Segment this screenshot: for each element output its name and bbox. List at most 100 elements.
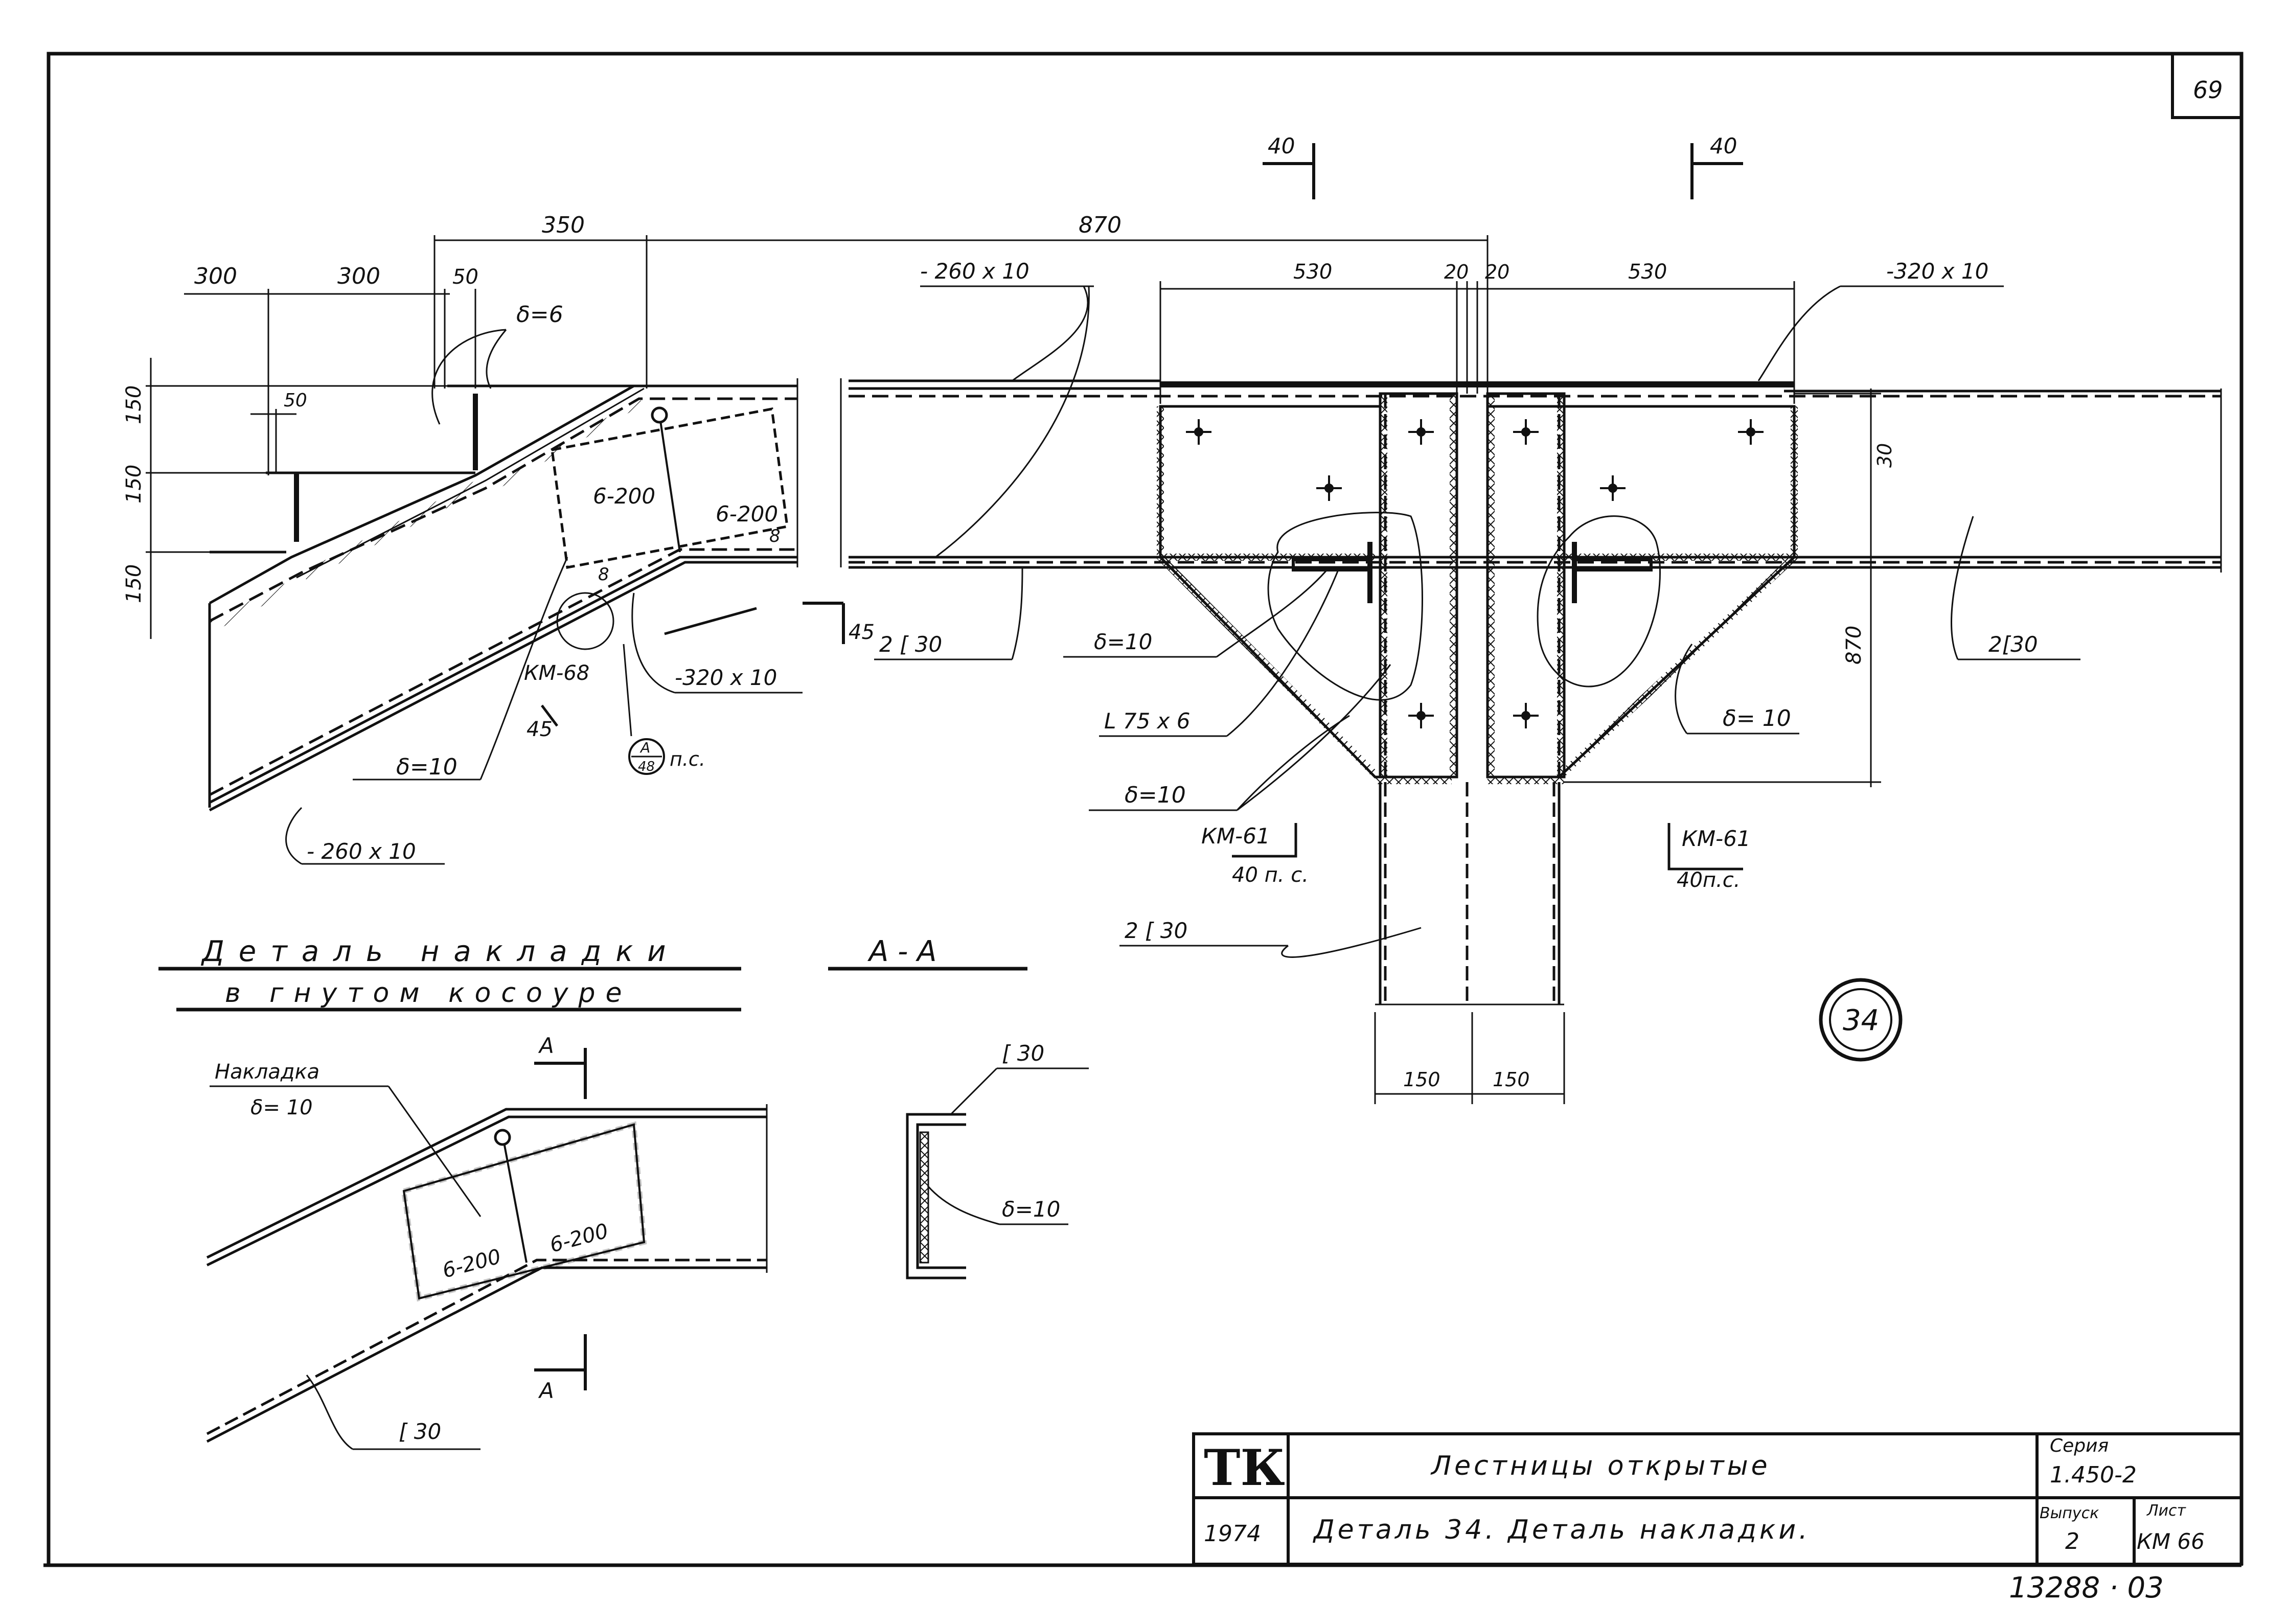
section-a-marks [534, 1048, 587, 1390]
title-project: Лестницы открытые [1430, 1451, 1771, 1481]
detail-badge: 34 [1819, 978, 1903, 1062]
title-block [1192, 1432, 2243, 1566]
label-weld-6-200-d: 6-200 [547, 1219, 611, 1257]
dim-150-c: 150 [122, 564, 146, 603]
dim-870-top: 870 [1079, 212, 1122, 238]
label-weld-6-200-b: 6-200 [716, 501, 778, 527]
section-a-bottom: А [538, 1378, 554, 1403]
label-delta10-c: δ= 10 [1723, 705, 1791, 731]
dim-20-b: 20 [1485, 261, 1509, 283]
label-delta10-section: δ=10 [1002, 1197, 1060, 1222]
label-weld-6-200-a: 6-200 [593, 484, 655, 509]
leader-2c30-b-curve [1281, 927, 1422, 958]
label-delta10-left: δ=10 [396, 754, 457, 780]
leader-delta10-section-curve [927, 1185, 1000, 1225]
section-aa-title: А - А [867, 935, 936, 968]
bubble-top: А [639, 739, 650, 756]
dim-300-b: 300 [337, 263, 380, 289]
dimension-lines-left [146, 235, 1489, 639]
detail-title-line1: Деталь накладки [200, 935, 680, 968]
leader-delta10-left-curve [479, 557, 568, 780]
section-40-right: 40 [1710, 133, 1737, 158]
bubble-bottom: 48 [638, 759, 655, 774]
label-weld-6-200-c: 6-200 [440, 1245, 504, 1283]
section-aa-channel [906, 1113, 966, 1279]
page-number-box: 69 [2171, 54, 2241, 119]
leader-c30-section-diag [950, 1067, 998, 1115]
label-c30-section: [ 30 [1002, 1041, 1044, 1066]
label-km61-left: КМ-61 [1201, 824, 1270, 849]
section-40-left: 40 [1268, 133, 1295, 158]
label-delta10-b: δ=10 [1125, 782, 1186, 808]
dim-50-inner: 50 [284, 390, 307, 411]
label-delta6: δ=6 [516, 302, 563, 328]
leader-delta10-b-curve [1236, 664, 1391, 811]
title-sheet-title: Деталь 34. Деталь накладки. [1313, 1515, 1811, 1545]
dim-30: 30 [1873, 443, 1896, 468]
leader-2c30-right-curve [1951, 516, 1974, 660]
leader-delta6 [431, 329, 507, 425]
section-45-label: 45 [849, 621, 875, 644]
label-plate-320-left: -320 x 10 [675, 665, 777, 690]
bent-channel-detail [206, 1104, 768, 1443]
dim-870-right: 870 [1842, 626, 1866, 665]
leader-2c30-a-curve [1011, 567, 1023, 660]
dim-530-b: 530 [1628, 260, 1667, 284]
leader-plate-260-bottom-curve [285, 807, 303, 865]
title-sheet-label: Лист [2146, 1502, 2187, 1520]
label-plate-320-top: -320 x 10 [1886, 259, 1988, 284]
label-km61-left-b: 40 п. с. [1232, 863, 1309, 887]
dim-150-a: 150 [122, 385, 146, 424]
leader-plate-320-top-curve [1757, 285, 1841, 381]
leader-plate-260-top-curve [935, 286, 1090, 558]
title-series-value: 1.450-2 [2050, 1462, 2137, 1488]
stringer-elevation [208, 378, 842, 812]
label-delta10-a: δ=10 [1094, 629, 1152, 654]
leader-c30-bottom-curve [306, 1375, 353, 1450]
title-year: 1974 [1204, 1521, 1261, 1547]
dim-150-b: 150 [122, 465, 146, 504]
dim-530-a: 530 [1293, 260, 1332, 284]
detail-callout-circle [556, 592, 614, 650]
title-series-label: Серия [2050, 1435, 2109, 1456]
km61-left-mark [1232, 823, 1297, 858]
section-km68: КМ-68 [524, 661, 589, 685]
leader-delta10-a-curve [1216, 567, 1330, 658]
dim-150-bot-b: 150 [1493, 1068, 1530, 1091]
dim-20-a: 20 [1444, 261, 1469, 283]
label-2c30-a: 2 [ 30 [879, 632, 942, 657]
label-c30-bottom: [ 30 [399, 1419, 441, 1444]
bolt-markers [1186, 419, 1764, 728]
label-2c30-b: 2 [ 30 [1125, 918, 1187, 943]
section-km68-num: 45 [527, 718, 553, 741]
km68-arrow [541, 704, 558, 727]
km61-right-mark [1667, 823, 1743, 871]
title-sheet-value: КМ 66 [2137, 1529, 2205, 1554]
leader-angle-curve [1226, 567, 1340, 737]
label-nakladka: Накладка [215, 1060, 319, 1084]
label-nakladka-delta: δ= 10 [250, 1096, 313, 1119]
label-km61-right: КМ-61 [1682, 826, 1751, 851]
label-plate-260-top: - 260 x 10 [920, 259, 1029, 284]
title-issue-value: 2 [2065, 1528, 2079, 1554]
bubble-a-48: А 48 [623, 644, 665, 775]
section-a-top: А [538, 1033, 554, 1058]
bubble-note: п.с. [670, 748, 705, 770]
label-marker-8: 8 [598, 564, 609, 585]
label-2c30-right: 2[30 [1988, 632, 2038, 657]
label-angle-75x6: L 75 x 6 [1104, 708, 1190, 734]
vertical-channels [1375, 392, 1566, 1005]
label-marker-8b: 8 [769, 526, 781, 546]
leader-delta10-c-curve [1675, 644, 1693, 734]
detail-title-line2: в гнутом косоуре [225, 978, 632, 1009]
title-issue-label: Выпуск [2040, 1504, 2099, 1522]
dim-300-a: 300 [194, 263, 237, 289]
title-org: ТК [1204, 1439, 1285, 1497]
label-km61-right-b: 40п.с. [1677, 868, 1740, 892]
leader-nakladka [387, 1086, 482, 1217]
cut-line-45 [664, 607, 757, 635]
gusset-plate-left [1157, 405, 1382, 779]
detail-badge-text: 34 [1843, 1004, 1879, 1037]
leader-plate-320-curve [631, 592, 675, 694]
